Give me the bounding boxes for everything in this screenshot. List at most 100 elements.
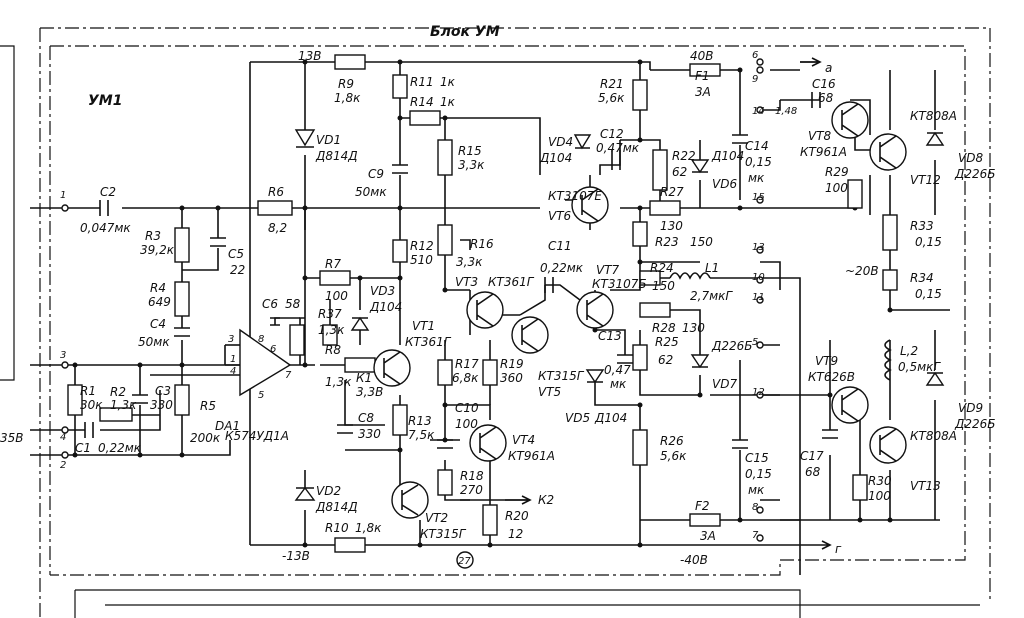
unit-c14: мк <box>748 171 765 185</box>
value-c9: 50мк <box>355 185 387 199</box>
transistor-vt4 <box>469 424 507 462</box>
label-vd2: VD2 <box>316 484 341 498</box>
label-r14: R14 <box>410 95 434 109</box>
value-c2: 0,047мк <box>80 221 131 235</box>
label-f1: F1 <box>695 69 710 83</box>
capacitor-c8 <box>337 424 353 434</box>
capacitor-c9 <box>392 164 408 174</box>
resistor-r21 <box>632 79 648 111</box>
diode-vd7 <box>690 354 710 369</box>
resistor-r27 <box>649 200 681 216</box>
value-c1: 0,22мк <box>98 441 142 455</box>
arrows <box>505 57 832 550</box>
capacitor-c14 <box>732 134 748 144</box>
label-l2: L,2 <box>900 344 918 358</box>
inductors <box>669 272 892 381</box>
block-subtitle: УМ1 <box>88 93 122 109</box>
resistor-r20 <box>482 504 498 536</box>
diode-vd6 <box>690 159 710 174</box>
label-neg40: -40В <box>680 553 708 567</box>
resistor-r26 <box>632 429 648 466</box>
value-k1: 3,3В <box>356 385 383 399</box>
value-vt1: КТ361Г <box>405 335 452 349</box>
capacitor-c10 <box>437 439 453 449</box>
term-1: 1 <box>60 190 66 201</box>
value-r30: 100 <box>868 489 891 503</box>
resistor-r17 <box>437 359 453 386</box>
value-r1: 30к <box>80 398 103 412</box>
label-pos13: 13В <box>298 49 322 63</box>
opamp-da1 <box>239 328 292 397</box>
label-r13: R13 <box>408 414 432 428</box>
term-2: 2 <box>60 460 66 471</box>
value-r17: 6,8к <box>452 371 479 385</box>
label-r18: R18 <box>460 469 484 483</box>
capacitor-c12 <box>611 150 621 170</box>
label-r34: R34 <box>910 271 934 285</box>
transistor-vt12 <box>869 133 907 171</box>
label-r24: R24 <box>650 261 674 275</box>
fuse-f1 <box>689 63 721 77</box>
value-r14: 1к <box>440 95 456 109</box>
da1-pin-4: 4 <box>230 366 236 377</box>
value-r15: 3,3к <box>458 158 485 172</box>
resistor-r16 <box>437 224 453 256</box>
transistor-vt8 <box>831 101 869 139</box>
label-left35: 35В <box>0 431 24 445</box>
resistor-r9 <box>334 54 366 70</box>
resistor-r19 <box>482 359 498 386</box>
inductor-l2 <box>884 339 892 381</box>
capacitor-c5 <box>210 237 226 247</box>
label-c9: C9 <box>368 167 384 181</box>
label-r2: R2 <box>110 385 126 399</box>
value-vt7: КТ3107Б <box>592 277 647 291</box>
value-r25: 62 <box>658 353 673 367</box>
unit-c13: мк <box>610 377 627 391</box>
label-27: 27 <box>458 556 471 567</box>
value-r8: 1,3к <box>325 375 352 389</box>
label-vt9: VT9 <box>815 354 838 368</box>
value-r12: 510 <box>410 253 433 267</box>
label-c3: C3 <box>155 384 171 398</box>
value-vd4: Д104 <box>539 151 572 165</box>
resistor-r12 <box>392 239 408 263</box>
resistor-r4 <box>174 281 190 317</box>
value-vt2: КТ315Г <box>420 527 467 541</box>
label-r16: R16 <box>470 237 494 251</box>
value-r21: 5,6к <box>598 91 625 105</box>
value-r5: 200к <box>190 431 221 445</box>
value-c5: 22 <box>230 263 245 277</box>
label-r3: R3 <box>145 229 161 243</box>
value-f1: 3А <box>695 85 711 99</box>
da1-pin-3: 3 <box>228 334 234 345</box>
value-vd1: Д814Д <box>315 149 358 163</box>
capacitor-c2 <box>99 200 109 216</box>
label-c6: C6 <box>262 297 278 311</box>
label-g: г <box>835 542 842 556</box>
label-c16: C16 <box>812 77 836 91</box>
label-r7: R7 <box>325 257 341 271</box>
arrow-a <box>800 57 822 67</box>
transistor-vt7 <box>576 291 614 329</box>
label-c4: C4 <box>150 317 166 331</box>
resistor-r29 <box>847 179 863 209</box>
term-13: 13 <box>752 242 765 253</box>
da1-pin-6: 6 <box>270 344 276 355</box>
label-neg13: -13В <box>282 549 310 563</box>
resistor-r11 <box>392 74 408 99</box>
capacitor-c3 <box>132 394 148 404</box>
label-f2: F2 <box>695 499 710 513</box>
terminal-points <box>61 58 764 542</box>
value-r2: 1,3к <box>110 398 137 412</box>
capacitor-c15 <box>732 439 748 449</box>
value-c6: 58 <box>285 297 301 311</box>
resistor-r24 <box>639 270 661 286</box>
label-r9: R9 <box>338 77 354 91</box>
value-r7: 100 <box>325 289 348 303</box>
diode-vd3 <box>350 316 370 331</box>
value-c11: 0,22мк <box>540 261 584 275</box>
resistor-r30 <box>852 474 868 501</box>
value-r29: 100 <box>825 181 848 195</box>
transistor-vt13 <box>869 426 907 464</box>
value-vd5: Д104 <box>594 411 627 425</box>
